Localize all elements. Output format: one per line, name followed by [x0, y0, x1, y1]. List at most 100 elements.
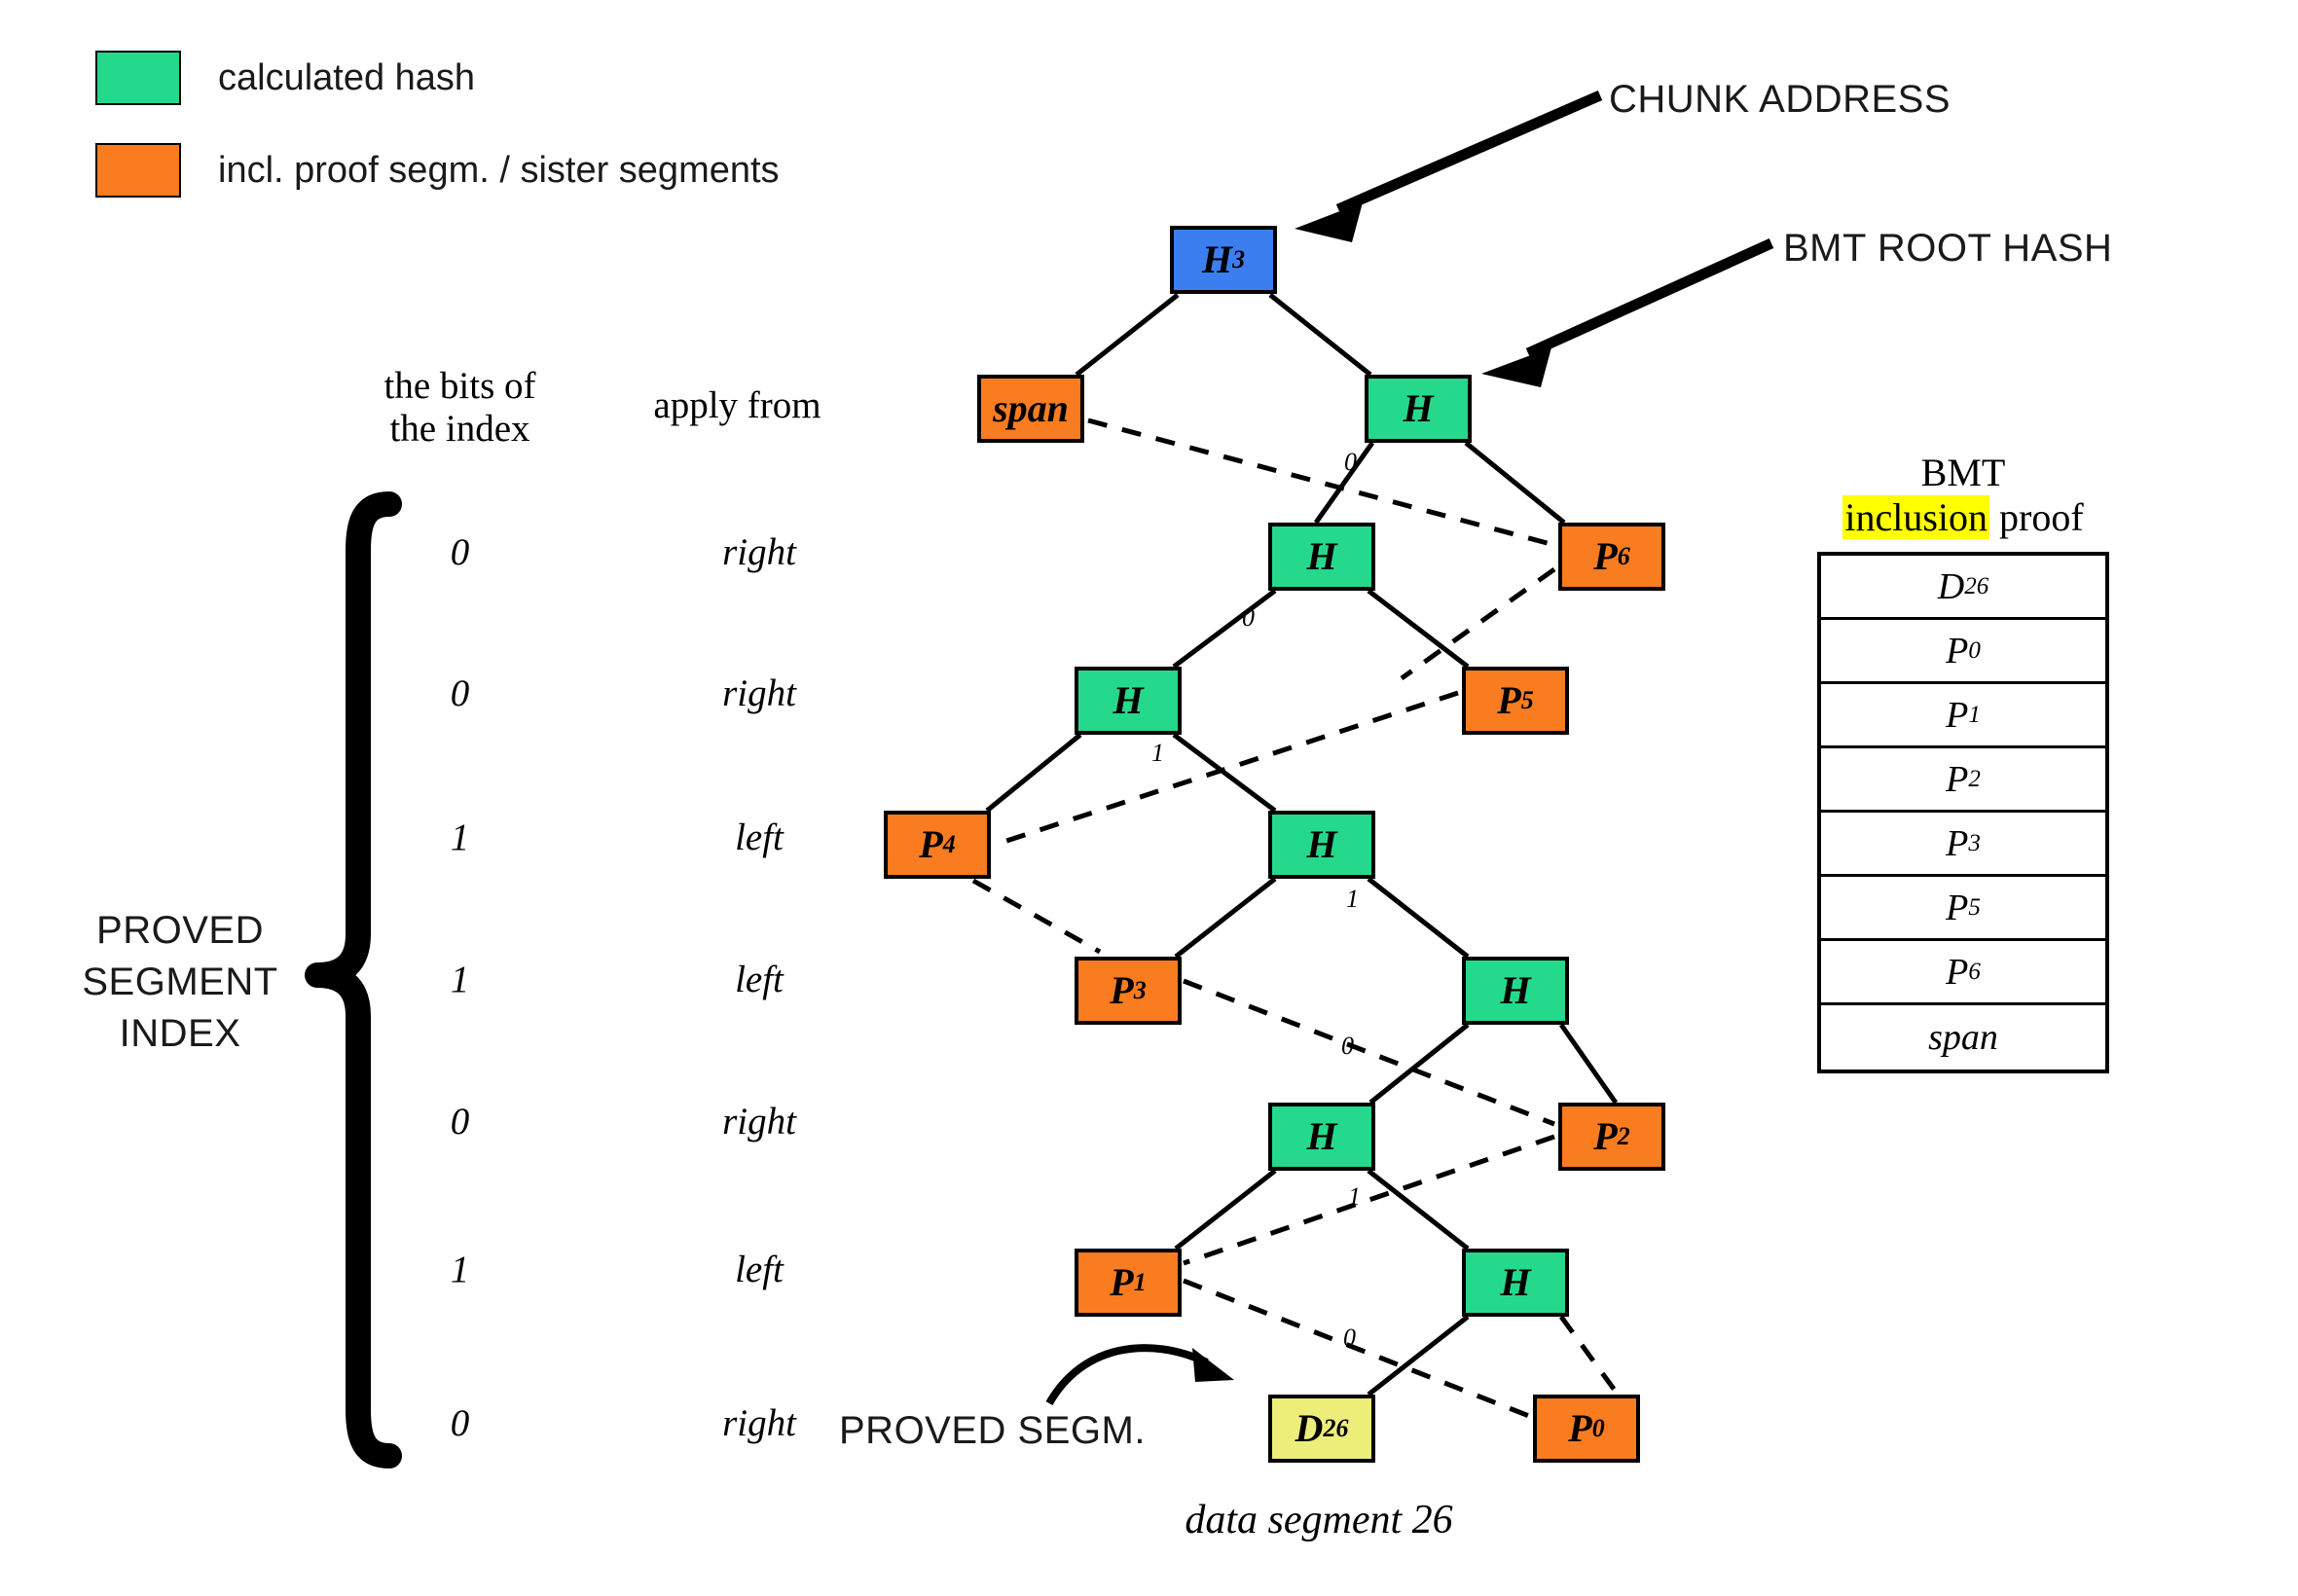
proved-segment-index-label: PROVED SEGMENT INDEX [58, 905, 302, 1059]
node-hash-b-label: H [1306, 534, 1337, 578]
proof-row-1-label: P [1946, 630, 1969, 671]
node-p4-label: P [919, 822, 943, 866]
index-bit-1: 0 [450, 672, 470, 714]
edge-bit-label-2: 1 [1151, 739, 1164, 767]
proved-segment-label: PROVED SEGM. [839, 1409, 1146, 1452]
node-hash-a-label: H [1403, 386, 1434, 430]
proof-row-0-sub: 26 [1964, 572, 1989, 599]
node-p2-label: P [1593, 1114, 1618, 1158]
apply-side-6: right [722, 1402, 796, 1444]
node-p3-label: P [1110, 968, 1134, 1012]
proof-row-5-sub: 5 [1968, 893, 1981, 921]
proof-row-7[interactable]: span [1821, 1005, 2105, 1070]
bmt-root-hash-label: BMT ROOT HASH [1783, 227, 2113, 270]
bits-of-index-header-line2: the index [389, 407, 530, 450]
bmt-root-hash-arrow [1481, 237, 1774, 387]
psi-line-3: INDEX [119, 1011, 241, 1055]
legend-label-proof-segments: incl. proof segm. / sister segments [218, 149, 780, 191]
bits-of-index-header: the bits of the index [360, 365, 560, 450]
psi-line-2: SEGMENT [82, 960, 278, 1003]
node-h3-sub: 3 [1232, 245, 1246, 273]
proof-panel-title-line1: BMT [1920, 451, 2006, 494]
node-p3-sub: 3 [1133, 976, 1147, 1004]
proof-row-1-sub: 0 [1968, 636, 1981, 664]
apply-side-5: left [735, 1249, 784, 1290]
edge-bit-label-1: 0 [1242, 603, 1255, 632]
data-segment-caption: data segment 26 [1185, 1498, 1453, 1542]
node-hash-g[interactable]: H [1462, 1249, 1569, 1317]
proof-panel-title-rest: proof [1999, 495, 2084, 539]
legend-swatch-green [95, 51, 181, 105]
index-bit-0: 0 [450, 531, 470, 573]
proof-row-2-label: P [1946, 694, 1969, 736]
chunk-address-label: CHUNK ADDRESS [1609, 78, 1951, 121]
apply-side-2: left [735, 816, 784, 858]
node-p6-sub: 6 [1617, 542, 1630, 570]
node-p5-sub: 5 [1520, 686, 1534, 714]
node-p6-label: P [1593, 534, 1618, 578]
apply-from-header: apply from [653, 384, 821, 426]
node-p2-sub: 2 [1617, 1122, 1630, 1150]
proof-row-0-label: D [1937, 565, 1965, 607]
apply-side-1: right [722, 672, 796, 714]
node-hash-e-label: H [1500, 968, 1531, 1012]
apply-side-4: right [722, 1101, 796, 1143]
legend-label-calculated-hash: calculated hash [218, 56, 476, 98]
node-p1-sub: 1 [1133, 1268, 1147, 1296]
proof-row-2-sub: 1 [1968, 701, 1981, 728]
edge-bit-label-5: 1 [1348, 1182, 1361, 1211]
proof-row-4-label: P [1946, 822, 1969, 864]
node-hash-c-label: H [1113, 678, 1144, 722]
psi-line-1: PROVED [96, 909, 264, 952]
node-d26-label: D [1295, 1406, 1324, 1450]
node-hash-a[interactable]: H [1365, 375, 1472, 443]
index-bit-6: 0 [450, 1402, 470, 1444]
node-hash-g-label: H [1500, 1260, 1531, 1304]
proof-row-6-sub: 6 [1968, 958, 1981, 985]
node-h3-label: H [1201, 237, 1233, 281]
edge-bit-label-0: 0 [1344, 448, 1357, 476]
node-p0-label: P [1568, 1406, 1592, 1450]
proof-panel-title-highlight: inclusion [1842, 495, 1990, 539]
legend: calculated hash incl. proof segm. / sist… [95, 51, 780, 198]
edge-bit-label-6: 0 [1343, 1324, 1356, 1352]
proof-panel-title: BMT inclusion proof [1817, 451, 2109, 540]
index-bit-2: 1 [450, 816, 470, 858]
apply-side-0: right [722, 531, 796, 573]
node-hash-f-label: H [1306, 1114, 1337, 1158]
node-p4-sub: 4 [942, 830, 956, 858]
proof-panel-title-line2: inclusion proof [1817, 495, 2109, 540]
node-span[interactable]: span [977, 375, 1084, 443]
chunk-address-arrow [1295, 90, 1603, 242]
edge-bit-label-4: 0 [1341, 1032, 1354, 1060]
node-hash-b[interactable]: H [1268, 523, 1375, 591]
node-hash-c[interactable]: H [1075, 667, 1182, 735]
proved-segment-arrow [1045, 1344, 1234, 1405]
node-hash-d[interactable]: H [1268, 811, 1375, 879]
apply-side-3: left [735, 959, 784, 1000]
node-span-label: span [993, 386, 1069, 430]
proof-row-7-label: span [1928, 1017, 1998, 1058]
node-hash-f[interactable]: H [1268, 1103, 1375, 1171]
index-bit-5: 1 [450, 1249, 470, 1290]
node-hash-e[interactable]: H [1462, 957, 1569, 1025]
